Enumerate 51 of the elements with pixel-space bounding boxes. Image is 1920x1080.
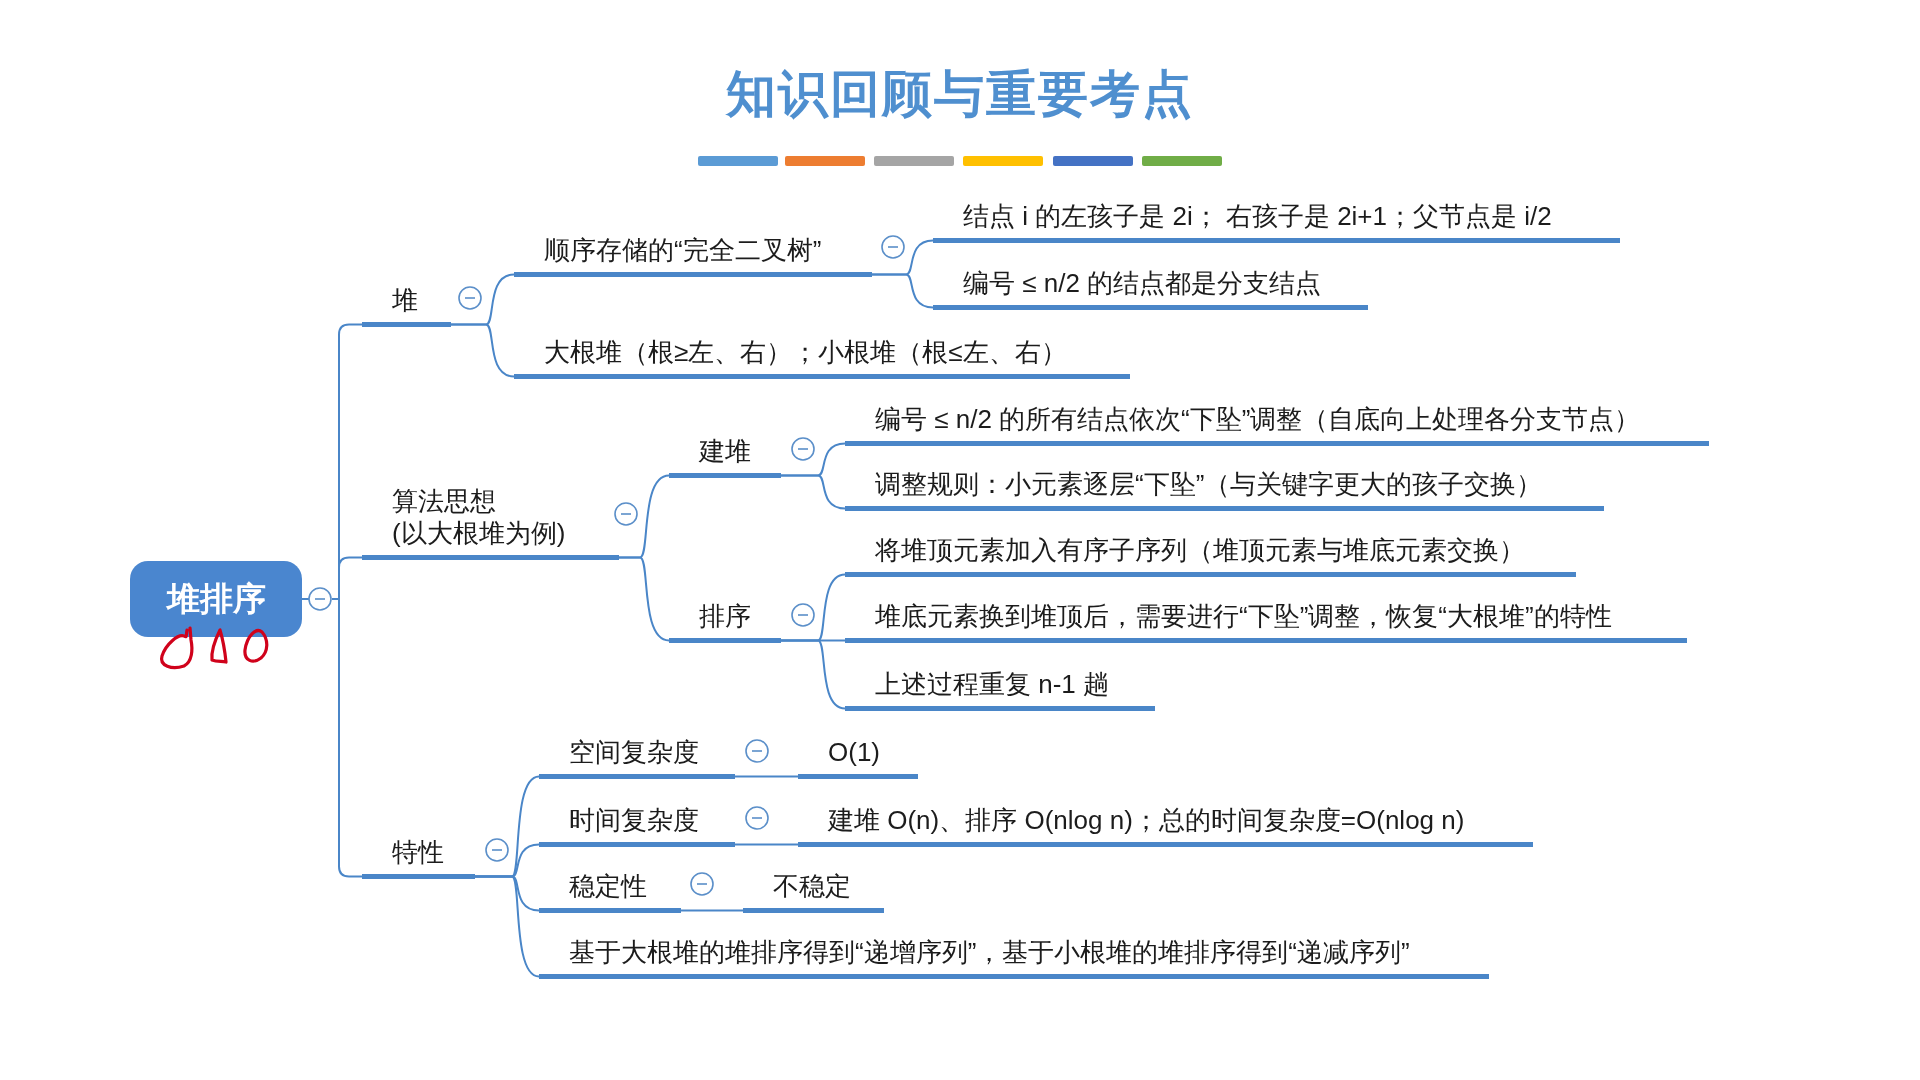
branch-topic <box>539 736 735 779</box>
topic-text: 建堆 <box>699 436 751 466</box>
branch-connector <box>331 598 363 878</box>
topic-text: 将堆顶元素加入有序子序列（堆顶元素与堆底元素交换） <box>875 535 1525 565</box>
topic-text: 建堆 O(n)、排序 O(nlog n)；总的时间复杂度=O(nlog n) <box>828 805 1465 835</box>
branch-topic <box>933 200 1620 243</box>
branch-connector <box>450 323 515 378</box>
branch-connector <box>618 556 670 642</box>
page-title: 知识回顾与重要考点 <box>724 65 1195 124</box>
topic-text: 编号 ≤ n/2 的所有结点依次“下坠”调整（自底向上处理各分支节点） <box>875 404 1641 434</box>
topic-text: 不稳定 <box>773 871 851 901</box>
topic-text: 空间复杂度 <box>569 737 699 767</box>
branch-topic <box>933 267 1368 310</box>
branch-topic <box>845 600 1687 643</box>
branch-topic <box>845 534 1576 577</box>
branch-connector <box>680 909 744 912</box>
branch-connector <box>871 273 934 309</box>
branch-topic <box>798 804 1533 847</box>
branch-topic <box>845 668 1155 711</box>
topic-text: 编号 ≤ n/2 的结点都是分支结点 <box>963 268 1322 298</box>
branch-topic <box>743 870 884 913</box>
topic-text: 特性 <box>392 837 444 867</box>
topic-text: 堆底元素换到堆顶后，需要进行“下坠”调整，恢复“大根堆”的特性 <box>875 601 1612 631</box>
topic-text: 大根堆（根≥左、右）；小根堆（根≤左、右） <box>544 337 1067 367</box>
branch-topic <box>845 468 1604 511</box>
branch-topic <box>539 936 1489 979</box>
branch-topic <box>514 336 1130 379</box>
branch-topic <box>539 870 681 913</box>
topic-text: 稳定性 <box>569 871 647 901</box>
topic-text: 算法思想 (以大根堆为例) <box>392 485 567 549</box>
topic-text: 时间复杂度 <box>569 805 699 835</box>
branch-topic <box>514 234 872 277</box>
branch-connector <box>780 639 846 710</box>
topic-text: 结点 i 的左孩子是 2i； 右孩子是 2i+1；父节点是 i/2 <box>963 201 1552 231</box>
branch-topic <box>669 435 781 478</box>
branch-connector <box>734 775 799 778</box>
topic-text: 上述过程重复 n-1 趟 <box>875 669 1110 699</box>
branch-topic <box>845 403 1709 446</box>
branch-topic <box>539 804 735 847</box>
topic-text: 顺序存储的“完全二叉树” <box>544 235 822 265</box>
topic-text: 排序 <box>699 601 751 631</box>
topic-text: 调整规则：小元素逐层“下坠”（与关键字更大的孩子交换） <box>875 469 1543 499</box>
topic-text: 堆 <box>392 285 418 315</box>
root-topic-text: 堆排序 <box>166 578 266 619</box>
branch-connector <box>474 875 540 978</box>
branch-connector <box>780 474 846 510</box>
branch-topic <box>362 836 475 879</box>
topic-text: O(1) <box>828 737 880 767</box>
branch-topic <box>669 600 781 643</box>
branch-connector <box>734 843 799 846</box>
topic-text: 基于大根堆的堆排序得到“递增序列”，基于小根堆的堆排序得到“递减序列” <box>569 937 1410 967</box>
